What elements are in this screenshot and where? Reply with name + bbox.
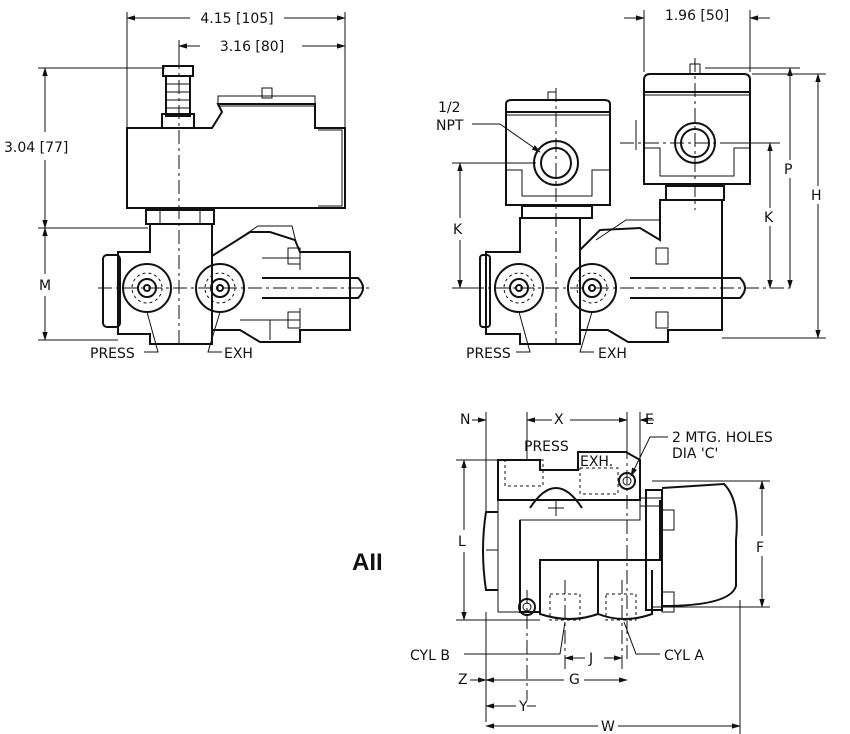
k-dimension-front: K xyxy=(453,222,463,238)
y-dimension: Y xyxy=(518,699,528,715)
valve-body-top xyxy=(482,451,738,621)
m-dimension: M xyxy=(39,278,51,294)
front-view: PRESS EXH 4.15 [105] 3.16 [80] 3.04 [77]… xyxy=(4,11,370,362)
solenoid-coil xyxy=(126,87,346,209)
exh-label-front: EXH xyxy=(224,346,253,362)
series-label: AII xyxy=(352,549,383,576)
f-dimension: F xyxy=(756,540,764,556)
x-dimension: X xyxy=(554,412,564,428)
e-dimension: E xyxy=(645,412,654,428)
z-dimension: Z xyxy=(458,672,468,688)
valve-body xyxy=(102,223,364,345)
connector-pin-icon xyxy=(161,65,195,129)
press-label-top: PRESS xyxy=(524,439,569,455)
l-dimension: L xyxy=(458,534,466,550)
p-dimension: P xyxy=(784,162,792,178)
solenoid-coil-right xyxy=(635,63,751,185)
side-view: PRESS EXH 1/2 NPT 1.96 [50] K K P H xyxy=(436,8,826,362)
npt-label-line1: 1/2 xyxy=(438,100,461,116)
n-dimension: N xyxy=(460,412,470,428)
press-label-mid: PRESS xyxy=(466,346,511,362)
coil-length-dimension: 3.16 [80] xyxy=(220,39,284,55)
overall-length-dimension: 4.15 [105] xyxy=(200,11,273,27)
cyl-b-label: CYL B xyxy=(410,648,450,664)
h-dimension: H xyxy=(811,188,822,204)
coil-height-dimension: 3.04 [77] xyxy=(4,140,68,156)
press-label-front: PRESS xyxy=(90,346,135,362)
top-view: PRESS EXH. 2 MTG. HOLES DIA 'C' N X E L … xyxy=(410,412,773,734)
valve-body-side xyxy=(479,199,746,345)
k-dimension-side: K xyxy=(764,210,774,226)
side-width-dimension: 1.96 [50] xyxy=(665,8,729,24)
npt-label-line2: NPT xyxy=(436,118,464,134)
exh-label-mid: EXH xyxy=(598,346,627,362)
mtg-holes-label-line1: 2 MTG. HOLES xyxy=(672,430,773,446)
g-dimension: G xyxy=(569,672,580,688)
cyl-a-label: CYL A xyxy=(664,648,704,664)
w-dimension: W xyxy=(601,719,615,734)
solenoid-coil-left xyxy=(505,91,611,206)
j-dimension: J xyxy=(588,651,593,667)
mtg-holes-label-line2: DIA 'C' xyxy=(672,446,718,462)
exh-label-top: EXH. xyxy=(580,454,613,470)
hex-nut xyxy=(145,209,215,225)
